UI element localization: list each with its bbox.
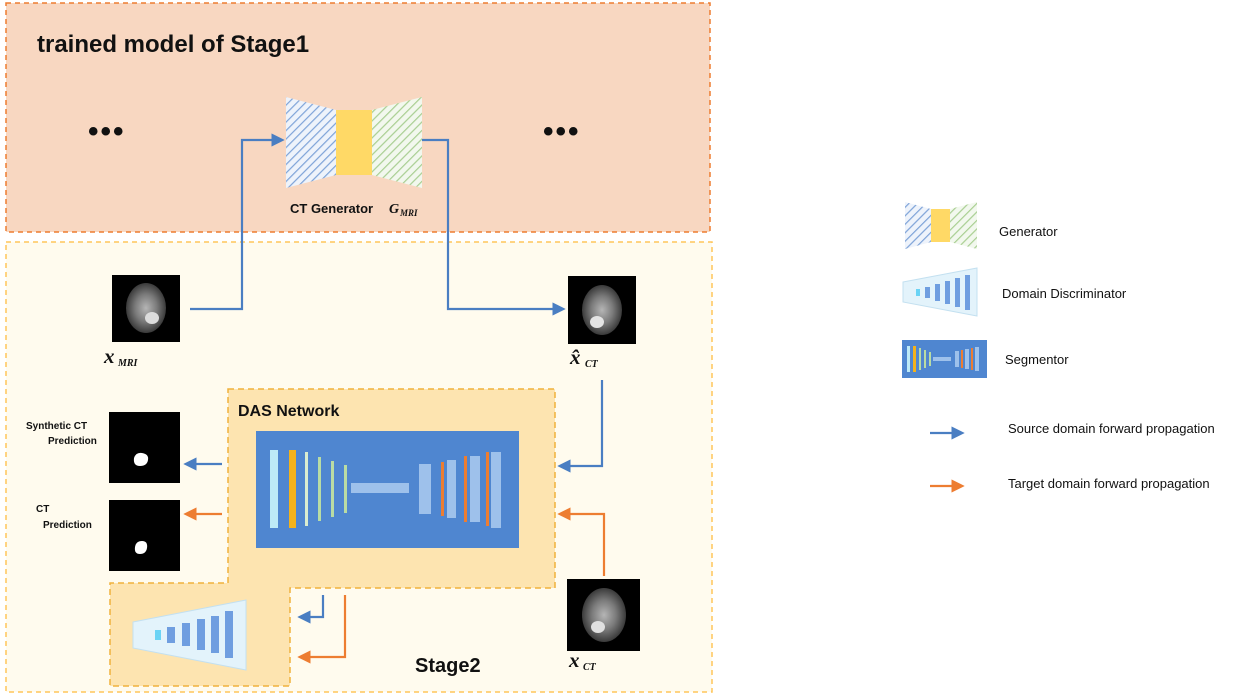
seg-layer [305, 452, 308, 526]
generator-decoder [372, 97, 422, 188]
arrows [183, 133, 606, 664]
domain-discriminator [132, 599, 247, 671]
ct-prediction-image [109, 500, 180, 571]
seg-layer [289, 450, 296, 528]
ct-image [567, 579, 640, 651]
ellipsis-right: ••• [543, 115, 581, 148]
synthetic-ct-prediction-image [109, 412, 180, 483]
x-mri-sub: MRI [117, 358, 139, 369]
arrow-mri-to-generator [190, 133, 285, 311]
stage2-title: Stage2 [415, 655, 481, 677]
stage1-title: trained model of Stage1 [37, 31, 309, 58]
x-hat-ct-label: x̂ [569, 345, 581, 369]
legend-discriminator-label: Domain Discriminator [1002, 286, 1127, 301]
seg-layer [344, 465, 347, 513]
synthetic-pred-line2: Prediction [48, 436, 97, 447]
generator-label: CT Generator [290, 201, 373, 216]
seg-layer [318, 457, 321, 521]
arrow-target-to-discriminator [297, 595, 347, 664]
legend-discriminator-icon [902, 267, 978, 317]
x-ct-label: x [568, 648, 580, 672]
generator-bottleneck [336, 110, 372, 175]
ct-generator [286, 97, 422, 188]
legend-generator-icon [905, 202, 977, 249]
legend-target-label: Target domain forward propagation [1008, 476, 1210, 491]
seg-layer [470, 456, 480, 522]
ellipsis-left: ••• [88, 115, 126, 148]
mri-image [112, 275, 180, 342]
das-title: DAS Network [238, 403, 339, 420]
seg-layer [464, 456, 467, 522]
legend-generator-label: Generator [999, 224, 1058, 239]
legend: Generator Domain Discriminator Segmen [902, 202, 1215, 493]
arrow-generator-to-synthetic [422, 138, 566, 316]
seg-layer [270, 450, 278, 528]
generator-symbol: G [389, 202, 399, 217]
legend-segmentor-icon [902, 340, 987, 378]
segmentor [256, 431, 519, 548]
synthetic-ct-image [568, 276, 636, 344]
seg-layer [331, 461, 334, 517]
ct-pred-line1: CT [36, 504, 49, 515]
ct-pred-line2: Prediction [43, 520, 92, 531]
arrow-ct-to-segmentor [557, 507, 606, 576]
stage2-region: DAS Network Stage2 [5, 241, 713, 693]
synthetic-pred-line1: Synthetic CT [26, 421, 87, 432]
seg-layer [419, 464, 431, 514]
seg-layer [491, 452, 501, 528]
seg-layer [486, 452, 489, 526]
x-mri-label: x [103, 344, 115, 368]
seg-layer [441, 462, 444, 516]
arrow-source-to-discriminator [297, 595, 325, 624]
legend-source-label: Source domain forward propagation [1008, 421, 1215, 436]
arrow-synthetic-to-segmentor [557, 380, 604, 473]
seg-bottleneck [351, 483, 409, 493]
generator-encoder [286, 97, 336, 188]
stage1-region: trained model of Stage1 ••• ••• CT Gener… [5, 2, 711, 233]
seg-layer [447, 460, 456, 518]
generator-symbol-sub: MRI [399, 208, 418, 218]
x-ct-sub: CT [583, 662, 597, 673]
x-hat-ct-sub: CT [585, 359, 599, 370]
legend-segmentor-label: Segmentor [1005, 352, 1069, 367]
